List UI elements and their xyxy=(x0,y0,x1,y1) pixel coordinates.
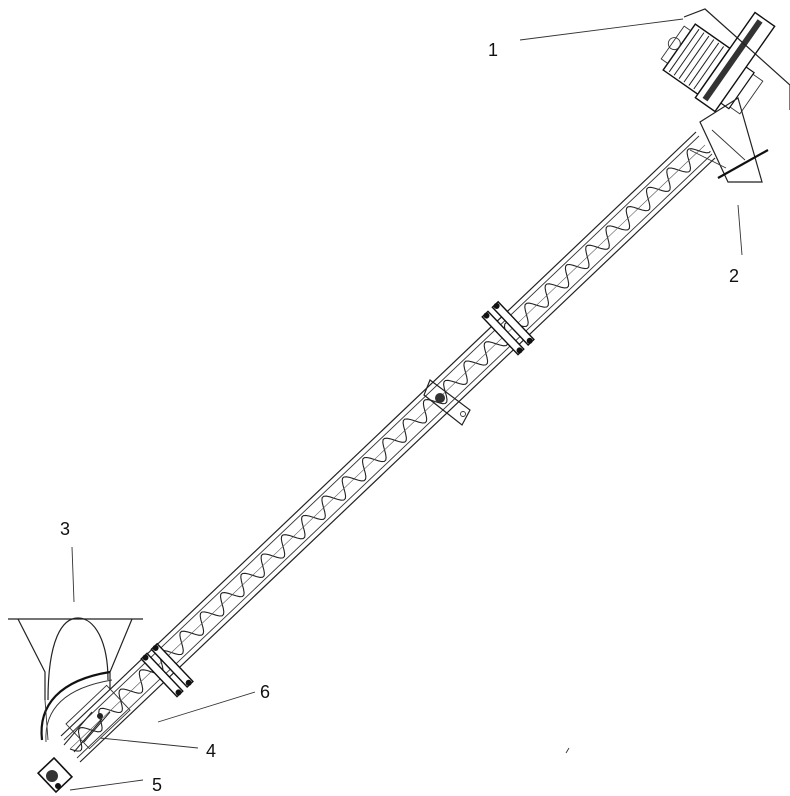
label-4: 4 xyxy=(206,741,216,761)
mid-flange xyxy=(481,300,535,356)
end-bearing xyxy=(36,756,74,794)
label-5: 5 xyxy=(152,775,162,795)
discharge-outlet xyxy=(689,97,769,183)
conveyor-tube xyxy=(60,131,716,763)
helix-path xyxy=(69,148,711,752)
support-bracket xyxy=(423,379,471,426)
inlet-hopper xyxy=(8,617,143,743)
label-3: 3 xyxy=(60,519,70,539)
screw-flight xyxy=(69,144,711,752)
inlet-screw-section xyxy=(63,684,131,753)
lower-flange xyxy=(140,642,194,698)
drive-motor xyxy=(660,8,790,115)
label-6: 6 xyxy=(260,682,270,702)
leader-lines xyxy=(69,18,743,791)
shaft-line xyxy=(69,144,706,750)
label-2: 2 xyxy=(729,266,739,286)
label-1: 1 xyxy=(488,40,498,60)
